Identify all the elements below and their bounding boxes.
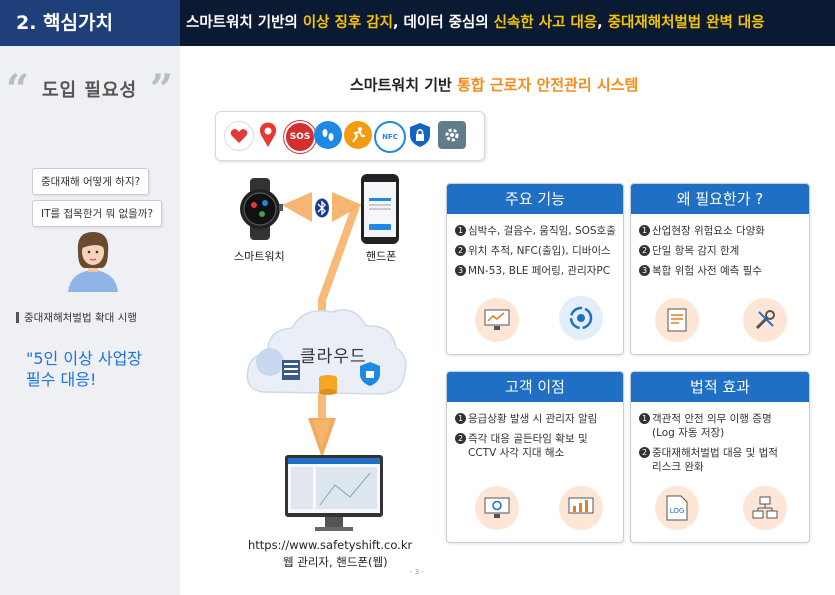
card-customer-title: 고객 이점 [447,372,623,402]
monitoring-dashboard-icon [475,298,519,342]
section-header: 2. 핵심가치 [0,0,180,46]
smartwatch-label: 스마트워치 [234,250,285,263]
network-computers-icon [743,486,787,530]
left-panel: “ 도입 필요성 ” 중대재해 어떻게 하지? IT를 접목한거 뭐 없을까? … [0,46,180,595]
main-title: 스마트워치 기반 통합 근로자 안전관리 시스템 [350,76,639,94]
log-text: LOG [670,507,685,515]
smartphone-icon [361,174,399,244]
must-notice: "5인 이상 사업장 필수 대응! [26,349,143,389]
legal-item: 리스크 완화 [652,461,704,473]
banner: 스마트워치 기반의 이상 징후 감지, 데이터 중심의 신속한 사고 대응, 중… [180,0,835,46]
shield-lock-icon [406,121,434,149]
customer-item: CCTV 사각 지대 해소 [468,447,565,459]
monitor-icon [285,455,383,531]
footsteps-icon [314,121,342,149]
banner-highlight-1: 이상 징후 감지 [302,15,393,31]
banner-highlight-2: 신속한 사고 대응 [493,15,598,31]
service-url-desc: 웹 관리자, 핸드폰(웹) [283,555,388,569]
card-why-title: 왜 필요한가 ? [631,184,809,214]
main-title-highlight: 통합 근로자 안전관리 시스템 [457,76,639,94]
log-file-icon: LOG [655,486,699,530]
question-bubble-1: 중대재해 어떻게 하지? [32,168,150,195]
page-number: - 3 - [410,568,424,576]
question-bubble-2: IT를 접목한거 뭐 없을까? [32,200,163,227]
feature-icon-strip: SOS NFC [215,111,485,161]
close-quote-icon: ” [150,66,174,113]
location-pin-icon [254,121,282,149]
law-label: 중대재해처벌법 확대 시행 [16,312,137,324]
running-icon [344,121,372,149]
sos-icon: SOS [284,121,316,153]
checklist-icon [655,298,699,342]
tools-icon [743,298,787,342]
banner-highlight-3: 중대재해처벌법 완벽 대응 [607,15,765,31]
video-monitor-icon [475,486,519,530]
nfc-icon: NFC [374,121,406,153]
cloud-icon [246,309,407,395]
necessity-title-row: “ 도입 필요성 ” [0,66,180,113]
open-quote-icon: “ [6,66,30,113]
phone-label: 핸드폰 [366,250,397,263]
service-url: https://www.safetyshift.co.kr [248,538,413,552]
sync-gear-icon [559,296,603,340]
cloud-label: 클라우드 [300,347,367,367]
bluetooth-icon [315,198,329,218]
settings-gear-icon [438,121,466,149]
analytics-icon [559,486,603,530]
woman-avatar [68,232,118,292]
legal-item: (Log 자동 저장) [652,427,725,439]
card-legal-title: 법적 효과 [631,372,809,402]
smartwatch-icon [240,178,283,240]
necessity-title: 도입 필요성 [42,80,138,101]
card-features-title: 주요 기능 [447,184,623,214]
heart-icon [224,121,254,151]
